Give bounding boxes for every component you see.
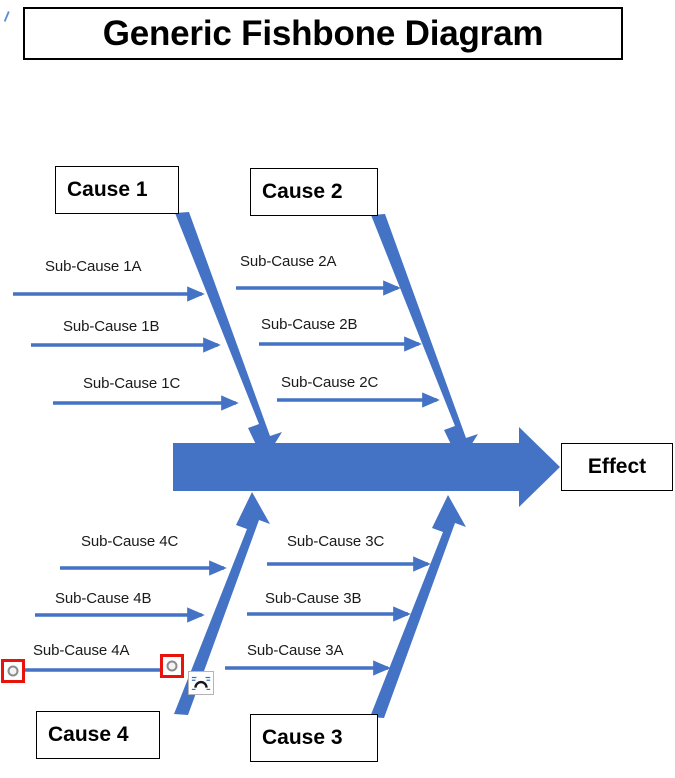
cause-box-cause-4[interactable]: Cause 4 (36, 711, 160, 759)
cause-label: Cause 4 (48, 723, 129, 746)
resize-handle-icon (7, 665, 19, 677)
sub-cause-label-3B: Sub-Cause 3B (265, 590, 362, 607)
cause-label: Cause 3 (262, 726, 343, 749)
bone-cause-2 (371, 214, 478, 463)
sub-cause-label-4B: Sub-Cause 4B (55, 590, 152, 607)
cause-box-cause-3[interactable]: Cause 3 (250, 714, 378, 762)
effect-box[interactable]: Effect (561, 443, 673, 491)
resize-handle-icon (166, 660, 178, 672)
page-title: Generic Fishbone Diagram (102, 13, 544, 53)
sub-cause-label-2B: Sub-Cause 2B (261, 316, 358, 333)
cause-label: Cause 2 (262, 180, 343, 203)
selection-handle-start[interactable] (1, 659, 25, 683)
sub-cause-label-4C: Sub-Cause 4C (81, 533, 179, 550)
arc-connector-icon[interactable] (188, 671, 214, 695)
sub-cause-label-1C: Sub-Cause 1C (83, 375, 181, 392)
selection-handle-end[interactable] (160, 654, 184, 678)
spine-arrow (173, 427, 560, 507)
bone-cause-4 (174, 492, 270, 715)
effect-label: Effect (587, 455, 647, 478)
cause-label: Cause 1 (67, 178, 148, 201)
sub-cause-label-2A: Sub-Cause 2A (240, 253, 337, 270)
sub-cause-label-3C: Sub-Cause 3C (287, 533, 385, 550)
sub-cause-label-4A: Sub-Cause 4A (33, 642, 130, 659)
sub-cause-label-3A: Sub-Cause 3A (247, 642, 344, 659)
sub-cause-label-2C: Sub-Cause 2C (281, 374, 379, 391)
diagram-title-box: Generic Fishbone Diagram (23, 7, 623, 60)
sub-cause-label-1B: Sub-Cause 1B (63, 318, 160, 335)
stray-corner-mark (3, 11, 10, 22)
bone-cause-3 (370, 495, 466, 718)
sub-cause-label-1A: Sub-Cause 1A (45, 258, 142, 275)
bone-cause-1 (175, 212, 282, 461)
cause-box-cause-1[interactable]: Cause 1 (55, 166, 179, 214)
cause-box-cause-2[interactable]: Cause 2 (250, 168, 378, 216)
arc-connector-glyph (191, 676, 211, 691)
